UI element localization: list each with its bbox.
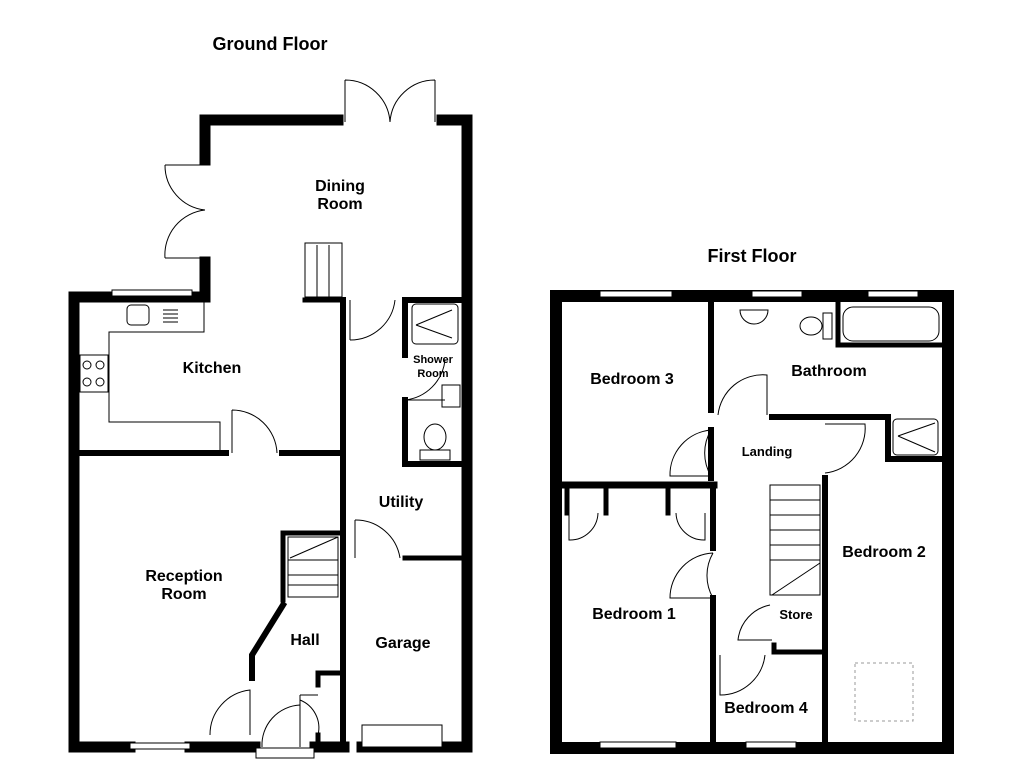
ground-floor-title: Ground Floor [213, 34, 328, 54]
window [745, 741, 797, 749]
room-label-utility: Utility [379, 494, 424, 511]
staircase-icon [287, 536, 339, 598]
room-label-bedroom2: Bedroom 2 [842, 544, 926, 561]
basin-icon [441, 384, 461, 408]
bath-icon [842, 306, 940, 342]
room-label-garage: Garage [375, 635, 430, 652]
room-label-hall: Hall [290, 632, 319, 649]
room-label-kitchen: Kitchen [183, 360, 242, 377]
shower-tray-icon [892, 418, 939, 456]
room-label-dining: Dining [315, 178, 365, 195]
hob-icon [79, 354, 109, 393]
window [599, 741, 677, 749]
shower-tray-icon [411, 303, 459, 345]
ground-floor-walls [68, 114, 473, 753]
fireplace [304, 242, 343, 298]
room-label-bathroom: Bathroom [791, 363, 867, 380]
sink-icon [126, 304, 150, 326]
room-label-dining: Room [317, 196, 362, 213]
window [111, 289, 193, 297]
doors [164, 79, 446, 748]
room-label-bedroom1: Bedroom 1 [592, 606, 676, 623]
room-label-store: Store [779, 607, 812, 622]
toilet-icon [799, 316, 823, 336]
room-label-landing: Landing [742, 444, 793, 459]
room-label-reception: Room [161, 586, 206, 603]
staircase-icon [769, 484, 821, 596]
window [129, 742, 191, 750]
toilet-icon [423, 423, 447, 451]
front-door-step [255, 747, 315, 759]
first-floor-fixtures [568, 290, 940, 749]
garage-door [361, 724, 443, 748]
room-label-bedroom3: Bedroom 3 [590, 371, 674, 388]
first-floor-walls [550, 290, 954, 754]
first-floor-title: First Floor [708, 246, 797, 266]
room-label-shower: Room [417, 368, 448, 380]
loft-hatch [854, 662, 914, 722]
doors [568, 374, 866, 696]
basin-icon [739, 309, 769, 325]
room-label-bedroom4: Bedroom 4 [724, 700, 808, 717]
room-label-reception: Reception [145, 568, 222, 585]
room-label-shower: Shower [413, 354, 453, 366]
window [867, 290, 919, 298]
window [599, 290, 673, 298]
window [751, 290, 803, 298]
ground-floor-fixtures [79, 79, 461, 759]
